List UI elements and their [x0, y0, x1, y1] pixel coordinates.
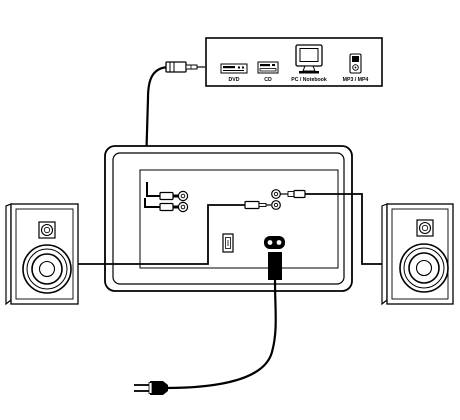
source-label-cd: CD — [264, 77, 272, 83]
power-cable — [164, 252, 282, 390]
source-label-dvd: DVD — [229, 77, 240, 83]
cd-player-icon — [257, 61, 279, 74]
ac-power-socket — [264, 236, 285, 249]
left-woofer — [22, 244, 72, 294]
left-tweeter — [38, 221, 56, 239]
right-tweeter — [416, 219, 434, 237]
subwoofer-rear-panel — [104, 145, 353, 292]
computer-monitor-icon — [295, 44, 323, 74]
right-speaker — [381, 203, 454, 306]
source-label-pc-notebook: PC / Notebook — [291, 77, 327, 83]
source-label-mp3-mp4: MP3 / MP4 — [343, 77, 369, 83]
audio-input-cable — [143, 61, 205, 201]
speaker-output-jacks — [271, 189, 281, 210]
left-speaker — [5, 203, 79, 306]
right-speaker-cable — [280, 189, 384, 265]
source-devices-panel: DVD CD PC / Notebook MP3 / MP4 — [205, 37, 383, 87]
right-woofer — [399, 243, 449, 293]
dvd-player-icon — [220, 63, 248, 74]
left-speaker-cable — [78, 200, 271, 265]
rca-input-jacks — [177, 190, 189, 213]
power-switch — [222, 233, 234, 253]
power-plug-icon — [134, 381, 168, 395]
mp3-player-icon — [349, 53, 362, 74]
rca-input-plugs — [144, 182, 178, 212]
